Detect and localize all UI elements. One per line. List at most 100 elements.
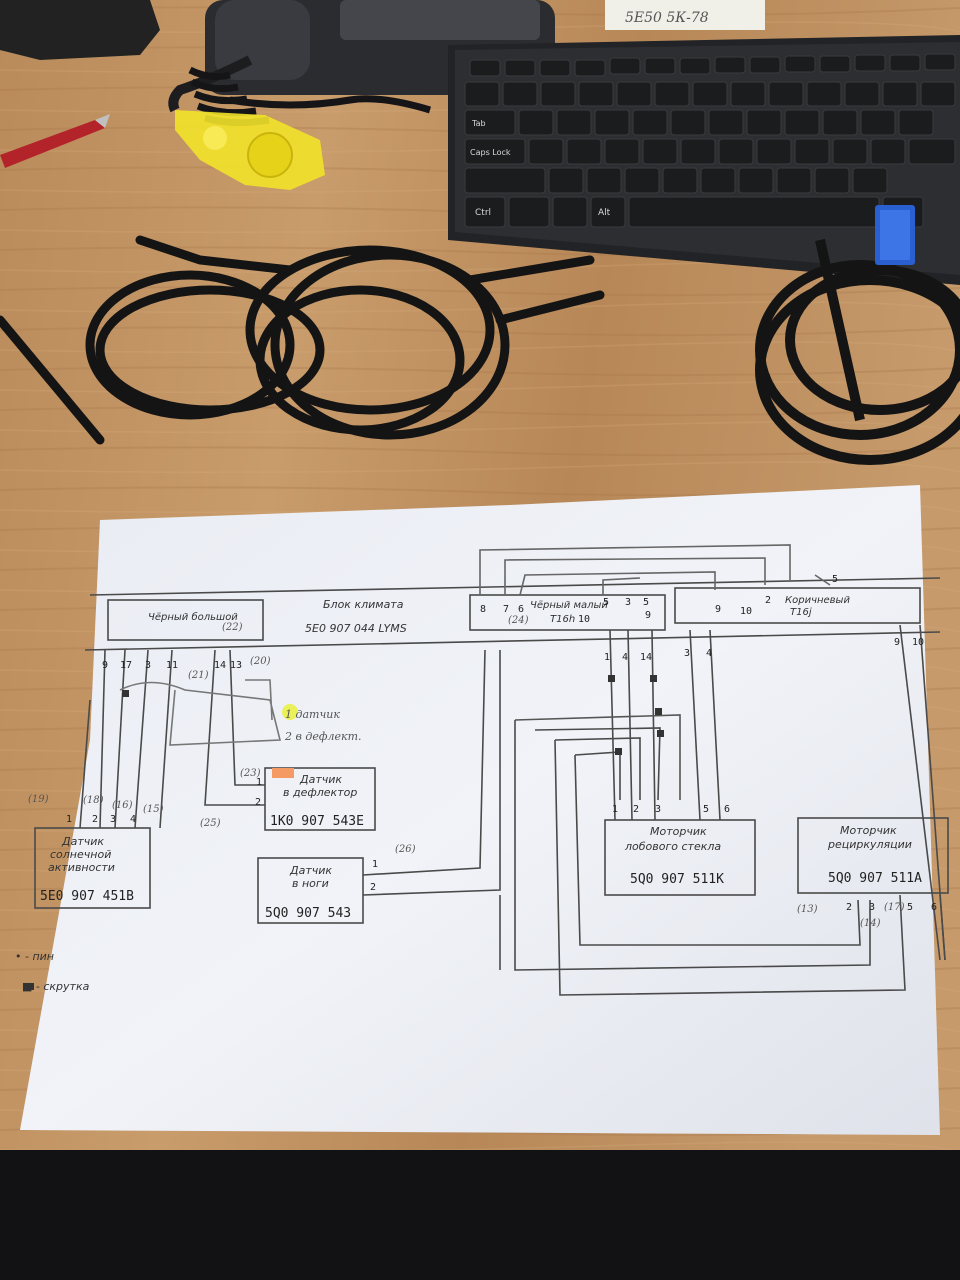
- dark-device: [0, 0, 160, 60]
- legend-twist: ■ - скрутка: [22, 980, 90, 993]
- windshield-l1: Моторчик: [650, 825, 707, 838]
- pin: 3: [625, 597, 631, 608]
- deflector-l2: в дефлектор: [283, 786, 357, 799]
- pin: 2: [255, 797, 261, 808]
- keyboard: Tab Caps Lock Ctrl Alt: [448, 35, 960, 285]
- sun-sensor-part: 5E0 907 451B: [40, 889, 134, 904]
- pin: 3: [145, 660, 151, 671]
- key-alt: Alt: [598, 208, 611, 218]
- hand-number: (23): [240, 768, 261, 779]
- windshield-l2: лобового стекла: [624, 840, 721, 853]
- pin: 9: [645, 610, 651, 621]
- pin: 1: [612, 804, 618, 815]
- conn-brown: Коричневый: [785, 595, 850, 606]
- diagram-paper: [20, 485, 940, 1135]
- hand-number: (14): [860, 918, 881, 929]
- windshield-part: 5Q0 907 511K: [630, 872, 724, 887]
- pin: 5: [832, 574, 838, 585]
- pin: 10: [578, 614, 590, 625]
- pin: 5: [703, 804, 709, 815]
- pin: 8: [480, 604, 486, 615]
- pin: 9: [715, 604, 721, 615]
- sun-sensor-l2: солнечной: [50, 848, 111, 861]
- sun-sensor-l3: активности: [48, 861, 115, 874]
- pin: 1: [66, 814, 72, 825]
- pin: 2: [846, 902, 852, 913]
- hand-note-1: 1 датчик: [285, 708, 340, 721]
- handwritten-numbers: (19) (16) (15) (18) (22) (23) (25) (20) …: [28, 615, 905, 929]
- pin: 14: [214, 660, 226, 671]
- recirc-l1: Моторчик: [840, 824, 897, 837]
- hand-number: (20): [250, 656, 271, 667]
- hand-number: (21): [188, 670, 209, 681]
- pin: 3: [869, 902, 875, 913]
- feet-l1: Датчик: [289, 864, 332, 877]
- desk-phone: [168, 0, 555, 113]
- orange-mark: [272, 768, 294, 778]
- sun-sensor-l1: Датчик: [61, 835, 104, 848]
- pin: 6: [724, 804, 730, 815]
- paper-note: 5Е50 5К-78: [605, 0, 765, 30]
- hand-number: (24): [508, 615, 529, 626]
- pin: 10: [912, 637, 924, 648]
- title-label: Блок климата: [323, 598, 404, 611]
- pin: 4: [130, 814, 136, 825]
- pin: 6: [518, 604, 524, 615]
- pin: 1: [372, 859, 378, 870]
- conn-black-big: Чёрный большой: [148, 611, 238, 623]
- deflector-part: 1K0 907 543E: [270, 814, 364, 829]
- recirc-l2: рециркуляции: [827, 838, 912, 851]
- pin: 2: [92, 814, 98, 825]
- pin: 4: [706, 648, 712, 659]
- pin: 4: [622, 652, 628, 663]
- wiring-diagram: [34, 544, 949, 996]
- paper-note-text: 5Е50 5К-78: [625, 10, 709, 26]
- conn-black-small: Чёрный малый: [530, 600, 608, 611]
- red-pen: [0, 114, 110, 168]
- hand-number: (18): [83, 795, 104, 806]
- pin: 5: [643, 597, 649, 608]
- pin: 13: [230, 660, 242, 671]
- hand-number: (17): [884, 902, 905, 913]
- pin: 1: [604, 652, 610, 663]
- feet-part: 5Q0 907 543: [265, 906, 351, 921]
- title-part: 5E0 907 044 LYMS: [305, 622, 407, 635]
- hand-number: (19): [28, 794, 49, 805]
- wire-harness-left: [0, 235, 605, 445]
- dark-foreground: [0, 1150, 960, 1280]
- key-caps: Caps Lock: [470, 148, 511, 157]
- hand-number: (25): [200, 818, 221, 829]
- hand-note-2: 2 в дефлект.: [284, 730, 362, 743]
- pin: 11: [166, 660, 178, 671]
- pin-numbers: 9 17 3 11 14 13 1 2 3 4 1 2 1 2 8 7 6 5 …: [66, 574, 937, 913]
- pin: 14: [640, 652, 652, 663]
- pin: 17: [120, 660, 132, 671]
- diagram-labels: Блок климата 5E0 907 044 LYMS Чёрный бол…: [15, 595, 922, 993]
- twist-markers: [27, 675, 664, 990]
- recirc-part: 5Q0 907 511A: [828, 871, 922, 886]
- hand-number: (13): [797, 904, 818, 915]
- wire-harness-right: [755, 238, 960, 465]
- yellow-mark: [282, 704, 298, 720]
- hand-number: (22): [222, 622, 243, 633]
- pin: 3: [684, 648, 690, 659]
- pin: 1: [256, 777, 262, 788]
- hand-number: (15): [143, 804, 164, 815]
- yellow-correction-tape: [175, 110, 325, 190]
- key-ctrl: Ctrl: [475, 208, 491, 218]
- pin: 5: [907, 902, 913, 913]
- pin: 10: [740, 606, 752, 617]
- key-tab: Tab: [471, 119, 486, 128]
- deflector-l1: Датчик: [299, 773, 342, 786]
- feet-l2: в ноги: [292, 877, 329, 890]
- pin: 2: [370, 882, 376, 893]
- blue-connector: [875, 205, 915, 265]
- conn-brown-code: T16j: [790, 607, 812, 618]
- conn-black-small-code: T16h: [550, 614, 575, 625]
- legend-pin: • - пин: [15, 950, 54, 963]
- pin: 3: [655, 804, 661, 815]
- pin: 3: [110, 814, 116, 825]
- pin: 2: [765, 595, 771, 606]
- pin: 5: [603, 597, 609, 608]
